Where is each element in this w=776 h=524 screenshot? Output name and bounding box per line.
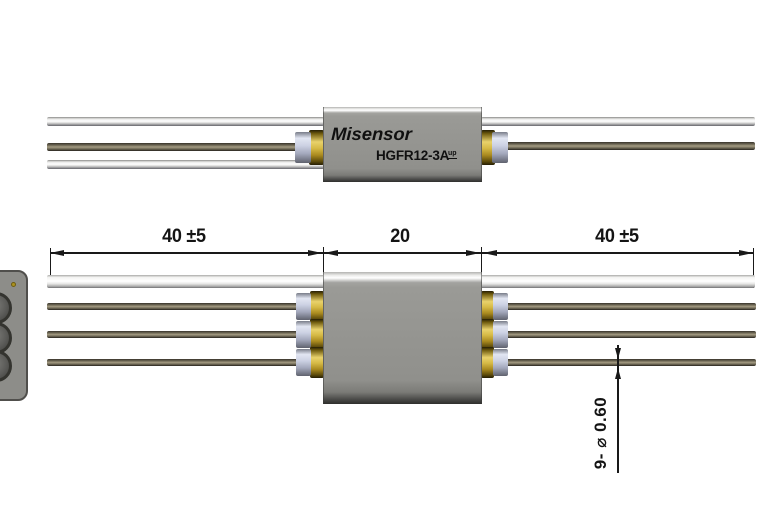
dimension-label-left-lead: 40 ±5 bbox=[162, 226, 206, 247]
lead-wire-row2-left bbox=[47, 331, 298, 338]
index-pin-dot bbox=[11, 282, 16, 287]
extension-line-body-right bbox=[480, 247, 482, 273]
lead-wire-row1-left bbox=[47, 303, 298, 310]
dimension-label-right-lead: 40 ±5 bbox=[595, 226, 639, 247]
lead-wire-top-left bbox=[47, 117, 324, 126]
terminal-collar-right bbox=[492, 132, 508, 163]
relay-body-front bbox=[323, 272, 482, 404]
extension-line-left bbox=[49, 248, 51, 288]
terminal-bushing-right bbox=[481, 130, 495, 165]
arrowhead bbox=[739, 249, 753, 256]
lead-wire-row2-right bbox=[506, 331, 756, 338]
lead-wire-top-right bbox=[481, 117, 755, 126]
extension-line-body-left bbox=[322, 247, 324, 273]
terminal-collar bbox=[296, 349, 311, 376]
lead-wire-middle-left bbox=[47, 143, 299, 151]
terminal-collar-left bbox=[295, 132, 311, 163]
model-label: HGFR12-3A bbox=[376, 148, 450, 163]
lead-wire-row1-right bbox=[506, 303, 756, 310]
lead-wire-bottom-left bbox=[47, 160, 324, 169]
dimension-line bbox=[50, 252, 753, 254]
terminal-bushing bbox=[481, 291, 494, 322]
up-orientation-mark: up bbox=[448, 150, 457, 159]
terminal-collar bbox=[296, 321, 311, 348]
terminal-bushing bbox=[310, 291, 324, 322]
terminal-collar bbox=[493, 321, 508, 348]
arrowhead bbox=[483, 249, 497, 256]
terminal-bushing bbox=[481, 347, 494, 378]
terminal-collar bbox=[493, 293, 508, 320]
lead-wire-row3-right bbox=[506, 359, 756, 366]
lead-wire-row3-left bbox=[47, 359, 298, 366]
diameter-leader-line bbox=[617, 345, 619, 473]
arrowhead bbox=[614, 368, 621, 379]
dimension-label-body-length: 20 bbox=[390, 226, 410, 247]
dimension-label-lead-diameter: 9- ⌀ 0.60 bbox=[591, 396, 610, 470]
lead-wire-middle-right bbox=[505, 142, 755, 150]
arrowhead bbox=[614, 348, 621, 359]
terminal-bushing bbox=[310, 319, 324, 350]
relay-body-side bbox=[323, 107, 482, 182]
terminal-bushing bbox=[481, 319, 494, 350]
terminal-collar bbox=[493, 349, 508, 376]
arrowhead bbox=[308, 249, 322, 256]
terminal-bushing-left bbox=[309, 130, 324, 165]
terminal-collar bbox=[296, 293, 311, 320]
extension-line-right bbox=[752, 248, 754, 288]
terminal-bushing bbox=[310, 347, 324, 378]
arrowhead bbox=[50, 249, 64, 256]
arrowhead bbox=[324, 249, 338, 256]
arrowhead bbox=[466, 249, 480, 256]
